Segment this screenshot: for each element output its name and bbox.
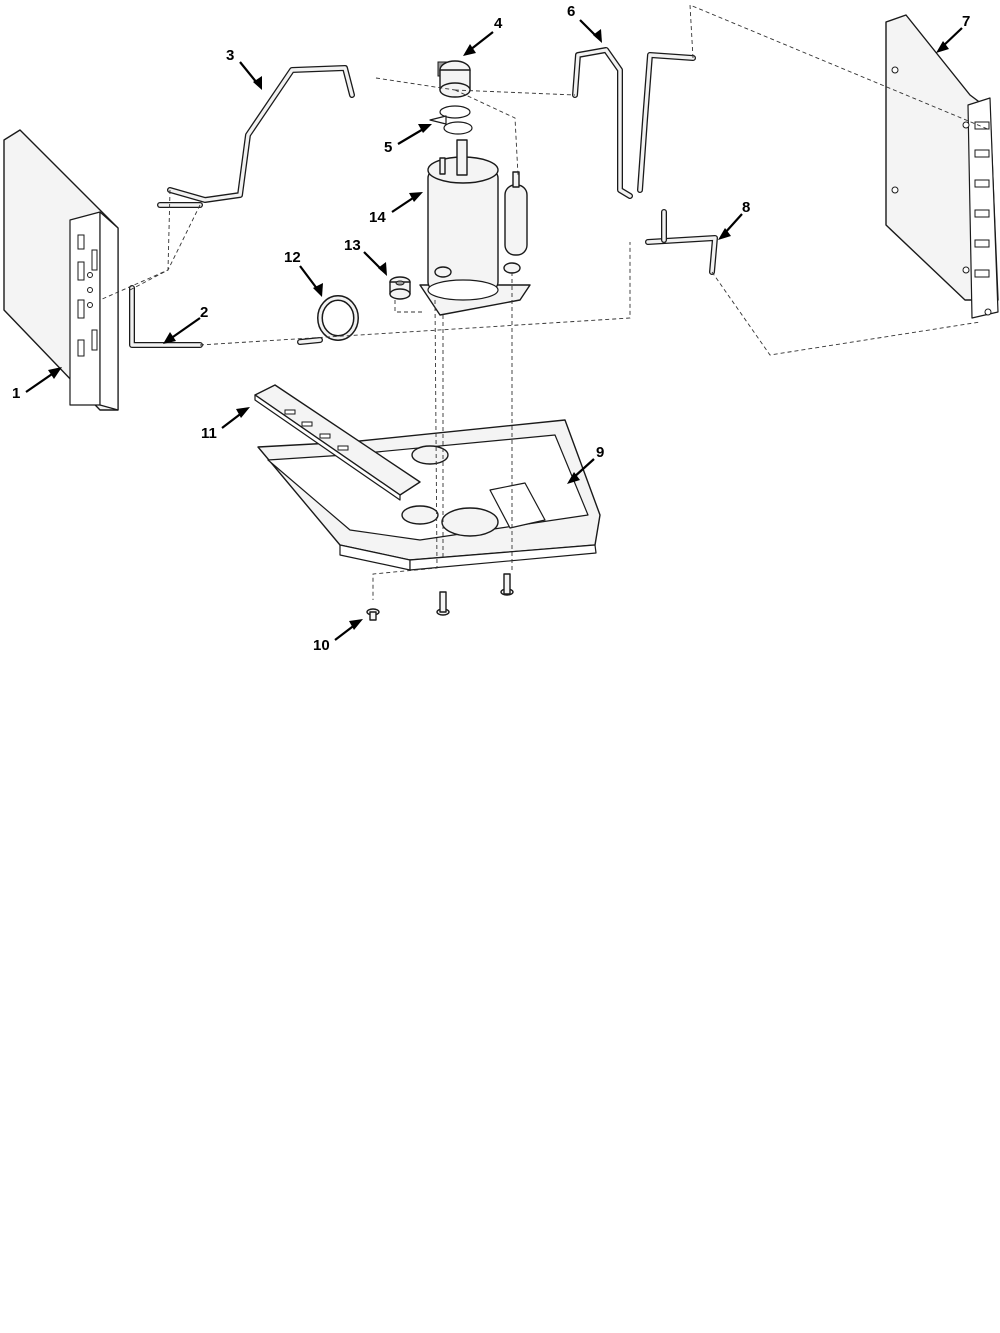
callout-number: 10 [313, 637, 330, 654]
callout-number: 4 [494, 15, 503, 32]
callout-9: 9 [567, 444, 604, 484]
part-compressor-14 [419, 139, 531, 316]
callout-3: 3 [226, 47, 262, 90]
callout-8: 8 [718, 199, 750, 240]
callout-6: 6 [567, 3, 602, 43]
callout-7: 7 [936, 13, 970, 53]
part-tube-6 [572, 47, 696, 199]
part-tube-3 [157, 65, 355, 208]
callout-number: 5 [384, 139, 392, 156]
callout-number: 7 [962, 13, 970, 30]
callout-1: 1 [12, 367, 62, 402]
callout-5: 5 [384, 124, 432, 156]
part-tube-8 [645, 209, 718, 275]
callout-number: 3 [226, 47, 234, 64]
callout-number: 2 [200, 304, 208, 321]
part-screws-10 [366, 573, 514, 621]
part-capillary-12 [297, 295, 359, 345]
callout-number: 13 [344, 237, 361, 254]
callout-number: 6 [567, 3, 575, 20]
callout-number: 11 [201, 425, 217, 442]
part-coil-right [885, 14, 999, 319]
callout-12: 12 [284, 249, 323, 297]
part-overload-4 [437, 60, 471, 98]
callout-number: 8 [742, 199, 750, 216]
callout-2: 2 [163, 304, 208, 344]
assembly-guide-lines [99, 4, 991, 600]
callout-number: 14 [369, 209, 386, 226]
part-clip-5 [429, 105, 473, 135]
callout-11: 11 [201, 407, 250, 442]
part-grommet-13 [389, 276, 411, 300]
callout-number: 1 [12, 385, 20, 402]
part-tube-2 [129, 285, 203, 348]
callout-number: 9 [596, 444, 604, 461]
callout-4: 4 [463, 15, 503, 56]
part-coil-left [3, 129, 119, 411]
callout-number: 12 [284, 249, 301, 266]
part-base-pan-9 [257, 419, 601, 571]
part-bracket-11 [254, 384, 421, 501]
callout-14: 14 [369, 192, 423, 226]
callout-13: 13 [344, 237, 387, 276]
callout-10: 10 [313, 619, 363, 654]
